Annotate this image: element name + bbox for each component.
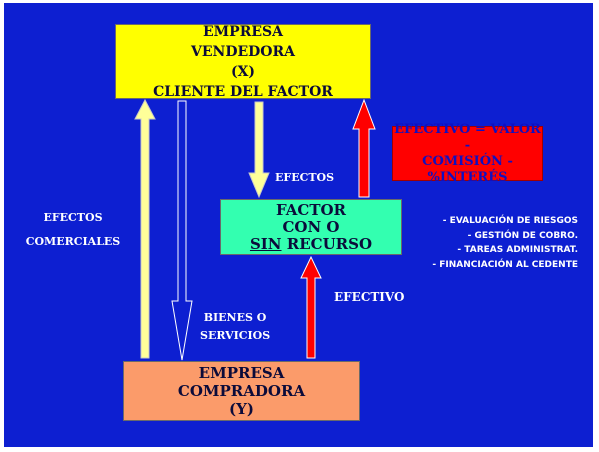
vendor-line: VENDEDORA [191,43,295,60]
label-bienes-servicios: BIENES O SERVICIOS [200,309,270,345]
label-efectivo: EFECTIVO [334,290,405,304]
factor-line-3: SIN RECURSO [249,234,373,253]
cash-line: %INTERÉS [427,169,508,185]
service-item: - FINANCIACIÓN AL CEDENTE [432,259,578,270]
buyer-line: EMPRESA [198,364,285,382]
arrow-efectos-comerciales [134,98,156,359]
factor-recurso-word: RECURSO [281,234,373,253]
factoring-diagram: EMPRESA VENDEDORA (X) CLIENTE DEL FACTOR… [4,3,593,447]
factor-line: CON O [282,217,340,236]
flow-arrows [134,98,376,361]
service-item: - TAREAS ADMINISTRAT. [457,245,578,255]
arrow-efectivo-buyer [300,255,322,359]
vendor-company-box: EMPRESA VENDEDORA (X) CLIENTE DEL FACTOR [115,23,371,100]
cash-line: COMISIÓN - [422,153,513,169]
service-item: - EVALUACIÓN DE RIESGOS [442,216,578,226]
arrow-efectos [248,101,270,199]
label-line: SERVICIOS [200,329,271,342]
label-line: BIENES O [203,311,267,324]
service-item: - GESTIÓN DE COBRO. [467,230,578,241]
arrow-bienes-servicios [171,100,193,361]
buyer-line: COMPRADORA [177,382,306,400]
buyer-company-box: EMPRESA COMPRADORA (Y) [123,361,360,421]
buyer-line: (Y) [229,400,254,418]
vendor-line: EMPRESA [203,23,283,40]
factor-line: FACTOR [275,200,347,219]
factor-services-list: - EVALUACIÓN DE RIESGOS - GESTIÓN DE COB… [428,214,578,272]
label-line: COMERCIALES [25,235,121,248]
factor-sin-word: SIN [249,234,282,253]
factor-box: FACTOR CON O SIN RECURSO [220,199,402,255]
vendor-line: CLIENTE DEL FACTOR [153,83,333,100]
vendor-line: (X) [230,63,256,80]
label-efectos: EFECTOS [275,171,335,184]
label-efectos-comerciales: EFECTOS COMERCIALES [22,209,124,251]
arrow-efectivo-factor [352,98,376,198]
cash-formula-box: EFECTIVO = VALOR - COMISIÓN - %INTERÉS [392,122,543,185]
cash-line: EFECTIVO = VALOR - [394,121,541,153]
label-line: EFECTOS [43,211,103,224]
